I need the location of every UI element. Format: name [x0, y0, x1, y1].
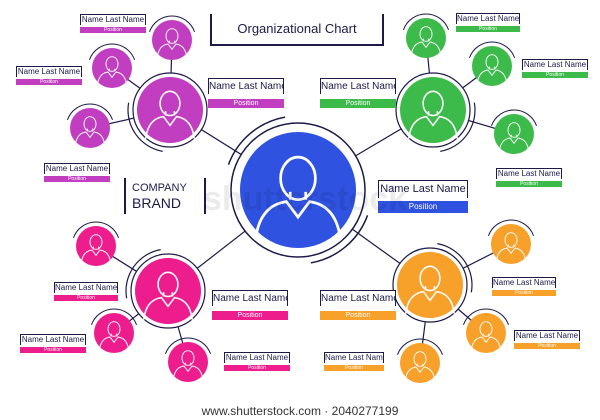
purple-member-2-position: Position: [16, 79, 82, 85]
purple-member-3-circle: [70, 108, 110, 148]
pink-leader-position: Position: [212, 311, 288, 320]
green-member-3-person-icon: [498, 122, 530, 152]
purple-member-2-name: Name Last Name: [16, 66, 82, 77]
orange-member-2-arc: [462, 308, 510, 325]
pink-member-2-position: Position: [20, 347, 86, 353]
pink-member-3-arc: [164, 337, 212, 354]
pink-member-1-person-icon: [80, 234, 112, 264]
green-member-3-arc: [490, 109, 538, 126]
purple-member-1-arc: [148, 15, 196, 32]
purple-member-1-circle: [152, 20, 192, 60]
green-member-2-name: Name Last Name: [522, 59, 588, 70]
pink-leader-name: Name Last Name: [212, 290, 288, 306]
purple-member-2-arc: [88, 43, 136, 60]
pink-member-3-circle: [168, 342, 208, 382]
green-member-1-name: Name Last Name: [456, 13, 520, 24]
center-arc-2: [310, 215, 369, 264]
orange-member-1-position: Position: [492, 290, 556, 296]
green-member-3-name: Name Last Name: [496, 168, 562, 179]
green-member-3-circle: [494, 114, 534, 154]
purple-member-1-person-icon: [156, 28, 188, 58]
purple-leader-circle: [137, 77, 203, 143]
orange-member-2-circle: [466, 313, 506, 353]
orange-member-1-circle: [491, 224, 531, 264]
orange-leader-position: Position: [320, 311, 396, 320]
footer-credit: www.shutterstock.com · 2040277199: [0, 402, 600, 420]
green-leader-name: Name Last Name: [320, 78, 396, 94]
green-member-2-position: Position: [522, 72, 588, 78]
pink-member-3-person-icon: [172, 350, 204, 380]
pink-member-3-name: Name Last Name: [224, 352, 290, 363]
pink-member-2-arc: [90, 308, 138, 325]
orange-leader-name: Name Last Name: [320, 290, 396, 306]
orange-member-2-person-icon: [470, 321, 502, 351]
green-member-1-position: Position: [456, 26, 520, 32]
purple-member-1-name: Name Last Name: [80, 14, 146, 25]
purple-member-1-position: Position: [80, 27, 146, 33]
brand-line-2: BRAND: [132, 195, 182, 211]
pink-leader-arc-1: [125, 249, 161, 299]
pink-leader-circle: [135, 258, 201, 324]
center-arc-1: [227, 116, 286, 165]
pink-member-2-name: Name Last Name: [20, 334, 86, 345]
orange-member-2-position: Position: [514, 343, 580, 349]
chart-title-box: Organizational Chart: [210, 14, 384, 46]
pink-member-3-position: Position: [224, 365, 290, 371]
orange-leader-circle: [397, 252, 463, 318]
orange-leader-person-icon: [405, 265, 455, 314]
pink-member-1-position: Position: [54, 295, 118, 301]
orange-member-1-person-icon: [495, 232, 527, 262]
orange-member-3-arc: [396, 338, 444, 355]
orange-member-3-name: Name Last Name: [324, 352, 384, 363]
purple-leader-person-icon: [145, 90, 195, 139]
orange-member-3-position: Position: [324, 365, 384, 371]
pink-member-1-arc: [72, 221, 120, 238]
company-brand: COMPANY BRAND: [124, 178, 206, 214]
purple-leader-arc-1: [127, 102, 163, 152]
chart-title: Organizational Chart: [237, 21, 357, 36]
purple-leader-name: Name Last Name: [208, 78, 284, 94]
purple-member-2-person-icon: [96, 56, 128, 86]
green-leader-position: Position: [320, 99, 396, 108]
brand-line-1: COMPANY: [132, 182, 187, 194]
orange-member-3-person-icon: [404, 351, 436, 381]
center-person-icon: [254, 155, 342, 241]
green-leader-circle: [400, 77, 466, 143]
orange-member-2-name: Name Last Name: [514, 330, 580, 341]
center-position: Position: [378, 201, 468, 213]
purple-member-3-arc: [66, 103, 114, 120]
purple-member-3-name: Name Last Name: [44, 163, 110, 174]
purple-member-3-position: Position: [44, 176, 110, 182]
pink-member-1-circle: [76, 226, 116, 266]
green-member-1-person-icon: [410, 26, 442, 56]
pink-leader-person-icon: [143, 271, 193, 320]
center-name: Name Last Name: [378, 180, 468, 198]
green-member-2-circle: [472, 46, 512, 86]
pink-member-2-person-icon: [98, 321, 130, 351]
pink-member-2-circle: [94, 313, 134, 353]
orange-member-1-arc: [487, 219, 535, 236]
orange-member-1-name: Name Last Name: [492, 277, 556, 288]
green-member-3-position: Position: [496, 181, 562, 187]
orange-leader-arc-1: [437, 243, 473, 293]
orange-member-3-circle: [400, 343, 440, 383]
green-member-1-arc: [402, 13, 450, 30]
center-circle: [240, 132, 356, 248]
pink-member-1-name: Name Last Name: [54, 282, 118, 293]
purple-leader-position: Position: [208, 99, 284, 108]
purple-member-3-person-icon: [74, 116, 106, 146]
green-leader-person-icon: [408, 90, 458, 139]
green-member-1-circle: [406, 18, 446, 58]
purple-member-2-circle: [92, 48, 132, 88]
green-leader-arc-1: [440, 102, 476, 152]
green-member-2-person-icon: [476, 54, 508, 84]
green-member-2-arc: [468, 41, 516, 58]
